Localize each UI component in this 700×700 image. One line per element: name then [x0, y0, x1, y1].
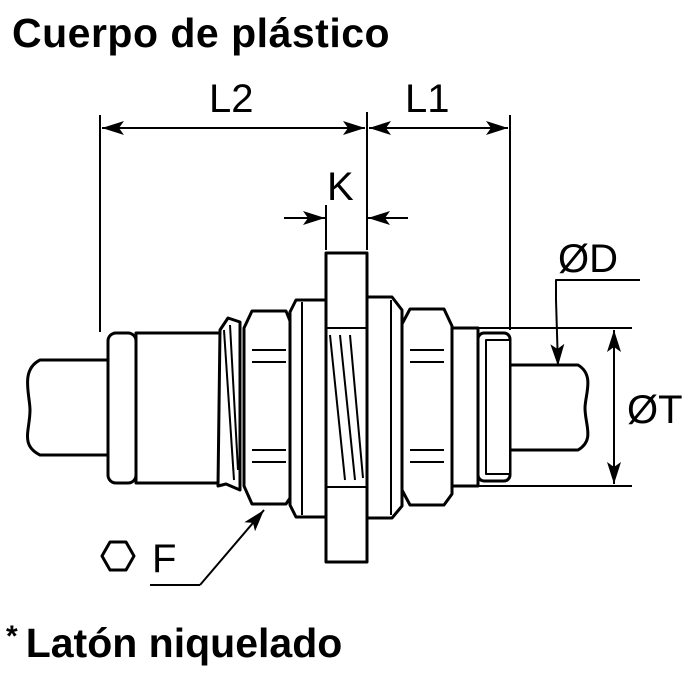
left-hex-nut	[242, 309, 294, 506]
dimension-l1: L1	[405, 77, 450, 121]
dimension-od: ØD	[558, 237, 618, 281]
dimension-l2: L2	[209, 77, 254, 121]
length-dimension-lines	[102, 121, 640, 586]
left-tube	[26, 358, 108, 457]
page-title: Cuerpo de plástico	[12, 10, 391, 56]
right-hex-nut	[400, 307, 454, 507]
dimension-k: K	[327, 165, 354, 209]
extension-lines	[99, 112, 632, 487]
dimension-ot: ØT	[627, 388, 683, 432]
material-note: *Latón niquelado	[6, 620, 342, 667]
material-note-text: Latón niquelado	[25, 620, 343, 666]
right-tube	[510, 363, 590, 452]
hexagon-icon	[100, 540, 136, 572]
asterisk: *	[6, 620, 18, 653]
dimension-f: F	[152, 537, 176, 581]
